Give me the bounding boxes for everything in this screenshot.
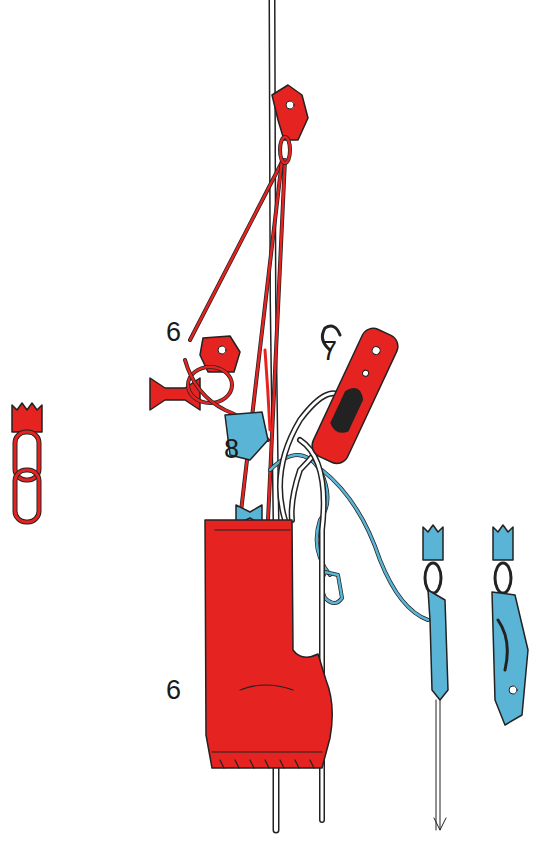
cord-outline xyxy=(190,160,283,340)
descender-group xyxy=(308,324,402,467)
carabiner-outline xyxy=(280,137,290,163)
red-maillon xyxy=(15,470,39,522)
callout-number: 7 xyxy=(322,338,337,365)
blue-link xyxy=(425,563,441,593)
descender-bolt xyxy=(362,369,370,377)
cord-end xyxy=(434,818,446,830)
blue-device xyxy=(492,592,528,725)
boot xyxy=(205,520,332,768)
boot-details xyxy=(212,530,322,752)
red-webbing xyxy=(12,403,42,432)
red-cord xyxy=(190,160,283,340)
callout-number: 6 xyxy=(166,677,181,704)
blue-lanyard xyxy=(322,470,428,620)
callout-number: 6 xyxy=(166,319,181,346)
device-cam xyxy=(498,620,507,670)
foot-loop-cord xyxy=(436,700,440,830)
red-cord xyxy=(240,160,285,520)
foot-ascender xyxy=(272,85,308,140)
cord-outline xyxy=(322,470,428,620)
ascender-hole xyxy=(218,346,226,354)
blue-link xyxy=(495,563,511,593)
descender xyxy=(308,324,402,467)
descender-handle xyxy=(328,384,366,436)
descender-bolt xyxy=(371,345,382,356)
cord-outline xyxy=(240,160,285,520)
blue-webbing xyxy=(423,525,443,560)
boot-tread xyxy=(220,760,314,768)
blue-webbing xyxy=(493,525,513,560)
red-cord xyxy=(265,350,270,430)
hand-ascender xyxy=(428,590,448,700)
device-bolt xyxy=(509,686,517,694)
link-outline xyxy=(15,470,39,522)
ascender-hole xyxy=(286,101,294,109)
callout-number: 8 xyxy=(224,436,239,463)
red-carabiner xyxy=(280,137,290,163)
